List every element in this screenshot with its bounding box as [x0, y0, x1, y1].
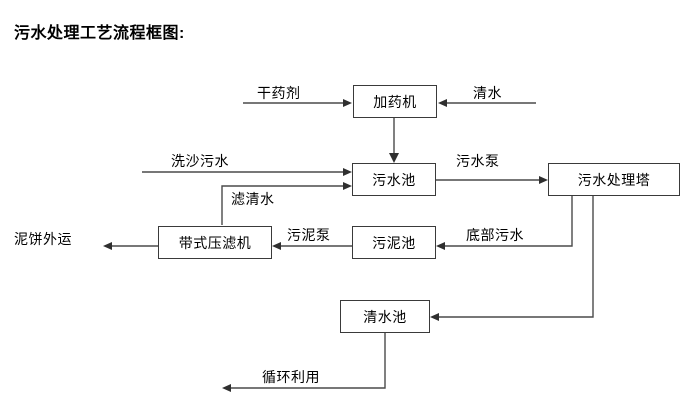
label-mud-cake-out: 泥饼外运	[14, 231, 72, 247]
node-sludge-pool[interactable]: 污泥池	[352, 226, 436, 259]
node-dosing-machine[interactable]: 加药机	[353, 85, 437, 118]
edge-sludge-pump-to-press	[272, 242, 352, 250]
edge-clean-water-to-dosing	[438, 99, 536, 107]
edge-press-to-mud-cake	[103, 242, 158, 250]
node-sewage-pool[interactable]: 污水池	[352, 163, 436, 196]
label-bottom-sewage: 底部污水	[466, 227, 524, 243]
edge-filtrate-to-sewage-pool	[221, 182, 352, 225]
edge-dosing-to-sewage-pool	[389, 118, 399, 163]
label-sludge-pump: 污泥泵	[287, 227, 331, 243]
node-clean-water-pool[interactable]: 清水池	[340, 300, 430, 333]
page-title: 污水处理工艺流程框图:	[14, 25, 185, 42]
node-belt-filter-press[interactable]: 带式压滤机	[158, 226, 272, 259]
edge-tower-to-clean-water-pool	[430, 196, 594, 321]
label-dry-chemical: 干药剂	[257, 85, 301, 101]
label-sand-wash-sewage: 洗沙污水	[171, 153, 229, 169]
label-clean-water-in: 清水	[473, 85, 502, 101]
edge-dry-chemical-to-dosing	[243, 99, 352, 107]
edge-sand-wash-to-sewage-pool	[142, 168, 352, 176]
edge-sewage-pump-to-tower	[436, 176, 548, 184]
node-treatment-tower[interactable]: 污水处理塔	[548, 163, 680, 196]
edge-clean-water-to-recycle	[222, 333, 386, 392]
label-sewage-pump: 污水泵	[456, 153, 500, 169]
label-filtrate-water: 滤清水	[231, 191, 275, 207]
label-recycle-use: 循环利用	[262, 369, 320, 385]
edge-bottom-sewage-to-sludge-pool	[436, 196, 573, 250]
